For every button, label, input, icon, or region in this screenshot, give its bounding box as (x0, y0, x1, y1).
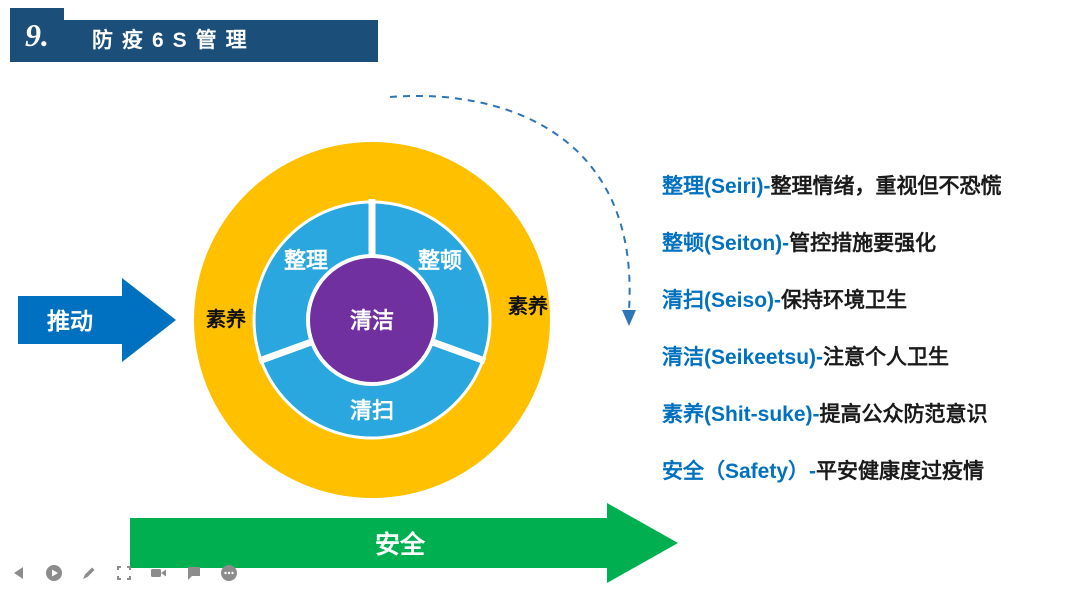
outer-label-right: 素养 (508, 294, 548, 318)
camera-icon[interactable] (150, 564, 168, 582)
legend-desc: 提高公众防范意识 (819, 403, 988, 426)
play-icon[interactable] (45, 564, 63, 582)
ring-label-seiton: 整顿 (418, 248, 462, 273)
legend-item-shitsuke: 素养(Shit-suke)-提高公众防范意识 (662, 386, 1002, 443)
legend-term: 安全（Safety）- (662, 460, 817, 483)
pencil-icon[interactable] (80, 564, 98, 582)
ring-label-seiso: 清扫 (350, 398, 394, 423)
push-arrow-label: 推动 (47, 308, 93, 334)
legend-term: 整顿(Seiton)- (662, 232, 790, 255)
legend-item-seiton: 整顿(Seiton)-管控措施要强化 (662, 215, 1002, 272)
legend-item-safety: 安全（Safety）-平安健康度过疫情 (662, 443, 1002, 500)
legend-term: 清洁(Seikeetsu)- (662, 346, 824, 369)
legend-item-seiketsu: 清洁(Seikeetsu)-注意个人卫生 (662, 329, 1002, 386)
player-toolbar (10, 564, 238, 582)
legend: 整理(Seiri)-整理情绪，重视但不恐慌 整顿(Seiton)-管控措施要强化… (662, 158, 1002, 500)
slide-number-box: 9. (10, 8, 64, 62)
center-label-seiketsu: 清洁 (350, 308, 394, 333)
slide-title-banner: 防疫6S管理 (36, 20, 378, 62)
legend-item-seiso: 清扫(Seiso)-保持环境卫生 (662, 272, 1002, 329)
legend-term: 素养(Shit-suke)- (662, 403, 820, 426)
push-arrow (18, 278, 176, 362)
legend-term: 整理(Seiri)- (662, 175, 771, 198)
slide-number: 9. (25, 16, 49, 53)
legend-desc: 管控措施要强化 (789, 232, 937, 255)
dashed-arc-arrowhead-icon (622, 310, 636, 326)
safety-arrow-label: 安全 (375, 530, 426, 559)
legend-desc: 注意个人卫生 (823, 346, 950, 369)
safety-arrow (130, 503, 678, 583)
ring-label-seiri: 整理 (284, 248, 328, 273)
legend-term: 清扫(Seiso)- (662, 289, 782, 312)
slide-title: 防疫6S管理 (92, 29, 256, 52)
chat-icon[interactable] (185, 564, 203, 582)
legend-desc: 平安健康度过疫情 (816, 460, 985, 483)
legend-desc: 保持环境卫生 (781, 289, 908, 312)
center-circle (306, 254, 438, 386)
legend-item-seiri: 整理(Seiri)-整理情绪，重视但不恐慌 (662, 158, 1002, 215)
more-icon[interactable] (220, 564, 238, 582)
legend-desc: 整理情绪，重视但不恐慌 (770, 175, 1002, 198)
previous-icon[interactable] (10, 564, 28, 582)
outer-label-left: 素养 (206, 307, 246, 331)
dashed-arc (389, 95, 631, 311)
scan-icon[interactable] (115, 564, 133, 582)
